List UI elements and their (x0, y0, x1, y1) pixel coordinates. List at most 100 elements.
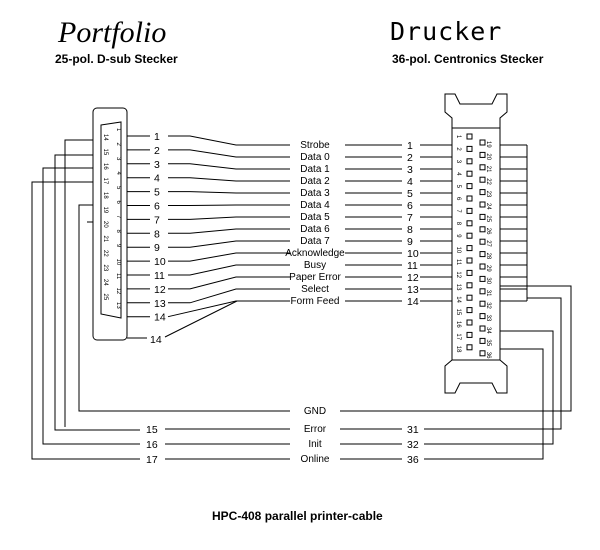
centronics-pin-label: 7 (455, 209, 461, 213)
dsub-pin-label: 23 (102, 265, 108, 272)
centronics-pin-label: 13 (455, 284, 461, 291)
signal-label: Form Feed (291, 296, 340, 307)
init-wire (42, 167, 140, 445)
centronics-pin-label: 15 (455, 309, 461, 316)
signal-label: Data 3 (300, 188, 330, 199)
centronics-pin-number: 1 (407, 140, 413, 152)
centronics-pin-label: 32 (485, 302, 491, 309)
signal-label: Strobe (300, 140, 330, 151)
dsub-pin-label: 6 (115, 201, 121, 205)
centronics-pin-label: 8 (455, 222, 461, 226)
dsub-pin-label: 24 (102, 279, 108, 286)
wire-segment (168, 216, 290, 220)
dsub-pin-label: 20 (102, 221, 108, 228)
wire-segment (168, 276, 290, 290)
centronics-pin-number: 12 (407, 272, 419, 284)
dsub-pin-label: 12 (115, 288, 121, 295)
centronics-pin-label: 22 (485, 178, 491, 185)
signal-label: Data 4 (300, 200, 330, 211)
centronics-pin (479, 139, 486, 146)
centronics-pin (466, 319, 473, 326)
dsub-pin-number: 5 (154, 187, 160, 199)
centronics-pin (479, 275, 486, 282)
centronics-pin-label: 23 (485, 191, 491, 198)
cable-caption: HPC-408 parallel printer-cable (212, 509, 383, 523)
centronics-pin (466, 195, 473, 202)
centronics-pin-label: 36 (485, 352, 491, 359)
centronics-pin-label: 14 (455, 296, 461, 303)
portfolio-title: Portfolio (57, 16, 166, 49)
centronics-pin-label: 4 (455, 172, 461, 176)
wire-segment (168, 149, 290, 158)
centronics-pin-number: 10 (407, 248, 419, 260)
signal-label: Init (308, 439, 322, 450)
centronics-pin (479, 189, 486, 196)
centronics-pin-label: 34 (485, 327, 491, 334)
wire-segment (164, 300, 238, 338)
centronics-pin (479, 226, 486, 233)
dsub-pin-label: 10 (115, 259, 121, 266)
signal-label: Data 5 (300, 212, 330, 223)
signal-label: Data 0 (300, 152, 330, 163)
centronics-pin (479, 337, 486, 344)
centronics-pin (466, 133, 473, 140)
wire-segment (168, 240, 290, 248)
centronics-pin-label: 2 (455, 147, 461, 151)
online-wire (31, 181, 140, 460)
centronics-pin (479, 288, 486, 295)
wire-segment (167, 300, 290, 318)
centronics-pin (466, 232, 473, 239)
dsub-pin-label: 16 (102, 163, 108, 170)
dsub-pin-number: 14 (154, 312, 166, 324)
centronics-pin-label: 20 (485, 153, 491, 160)
dsub-pin-label: 5 (115, 186, 121, 190)
dsub-pin-label: 18 (102, 192, 108, 199)
wire-segment (168, 163, 290, 170)
centronics-connector: 1234567891011121314151617181920212223242… (444, 93, 508, 394)
printer-subtitle: 36-pol. Centronics Stecker (392, 52, 544, 66)
init-wire (424, 330, 554, 445)
dsub-pin-label: 22 (102, 250, 108, 257)
dsub-pin-number: 8 (154, 228, 160, 240)
centronics-pin-label: 26 (485, 228, 491, 235)
dsub-pin-label: 8 (115, 230, 121, 234)
wire-segment (168, 177, 290, 182)
dsub-pin-number: 3 (154, 159, 160, 171)
signal-label: Paper Error (289, 272, 341, 283)
online-wire (424, 348, 544, 460)
dsub-pin-number: 13 (154, 298, 166, 310)
dsub-pin-number: 15 (146, 424, 158, 436)
centronics-pin-numbers: 1234567891011121314151617181920212223242… (455, 133, 491, 359)
dsub-pin-label: 25 (102, 294, 108, 301)
wire-segment (168, 252, 290, 262)
centronics-pin-number: 8 (407, 224, 413, 236)
error-wire (54, 154, 140, 431)
centronics-pin (466, 331, 473, 338)
centronics-pin (479, 164, 486, 171)
centronics-pin-label: 21 (485, 166, 491, 173)
centronics-pin (466, 294, 473, 301)
centronics-pin-number: 7 (407, 212, 413, 224)
centronics-pin (479, 213, 486, 220)
wire-segment (168, 135, 290, 146)
centronics-pin (479, 263, 486, 270)
centronics-pin (466, 282, 473, 289)
centronics-pin (466, 257, 473, 264)
centronics-pin-number: 32 (407, 439, 419, 451)
dsub-pin-number: 9 (154, 242, 160, 254)
gnd-wire (340, 285, 572, 412)
signal-label: Busy (304, 260, 326, 271)
wire-segment (168, 264, 290, 276)
centronics-pin-number: 5 (407, 188, 413, 200)
dsub-connector: 1234567891011121314151617181920212223242… (92, 107, 128, 341)
centronics-pin (479, 350, 486, 357)
centronics-pin (466, 269, 473, 276)
centronics-pin (479, 176, 486, 183)
dsub-pin-number: 2 (154, 145, 160, 157)
centronics-pin (479, 300, 486, 307)
dsub-pin-label: 11 (115, 273, 121, 280)
signal-label: Online (301, 454, 330, 465)
centronics-pin-label: 1 (455, 135, 461, 139)
dsub-pin-label: 15 (102, 149, 108, 156)
dsub-pin-numbers: 1234567891011121314151617181920212223242… (102, 128, 121, 309)
